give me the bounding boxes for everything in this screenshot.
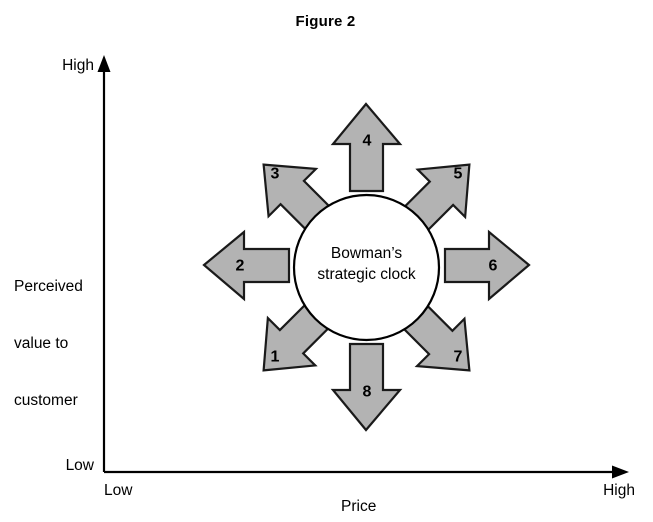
y-axis-title: Perceived value to customer (14, 239, 98, 448)
arrow-2-label: 2 (236, 258, 245, 275)
x-axis-arrowhead-icon (612, 465, 629, 479)
arrow-3-label: 3 (271, 166, 280, 183)
x-axis (104, 465, 629, 479)
y-axis-title-line-2: value to (14, 335, 69, 352)
y-axis-title-line-1: Perceived (14, 278, 83, 295)
hub-label-line-1: Bowman’s (331, 245, 402, 262)
y-axis (97, 55, 111, 472)
hub-label-line-2: strategic clock (317, 266, 415, 283)
arrow-2[interactable]: 2 (202, 229, 291, 302)
arrow-6-shape (443, 229, 531, 302)
figure-title: Figure 2 (295, 13, 356, 30)
y-axis-high-label: High (62, 57, 94, 74)
x-axis-low-label: Low (104, 482, 133, 499)
x-axis-high-label: High (603, 482, 635, 499)
y-axis-arrowhead-icon (97, 55, 111, 72)
arrow-8-label: 8 (363, 384, 372, 401)
y-axis-title-line-3: customer (14, 392, 78, 409)
arrow-6[interactable]: 6 (443, 229, 531, 302)
arrow-4-label: 4 (363, 133, 372, 150)
arrow-5-label: 5 (454, 166, 463, 183)
arrow-2-shape (202, 229, 291, 302)
arrow-4[interactable]: 4 (330, 102, 403, 193)
hub-circle (292, 193, 441, 342)
arrow-8[interactable]: 8 (330, 342, 403, 432)
x-axis-title: Price (341, 498, 377, 515)
arrow-7-label: 7 (454, 349, 463, 366)
arrow-6-label: 6 (489, 258, 498, 275)
arrow-1-label: 1 (271, 349, 280, 366)
arrow-8-shape (330, 342, 403, 432)
y-axis-low-label: Low (65, 457, 94, 474)
arrow-4-shape (330, 102, 403, 193)
